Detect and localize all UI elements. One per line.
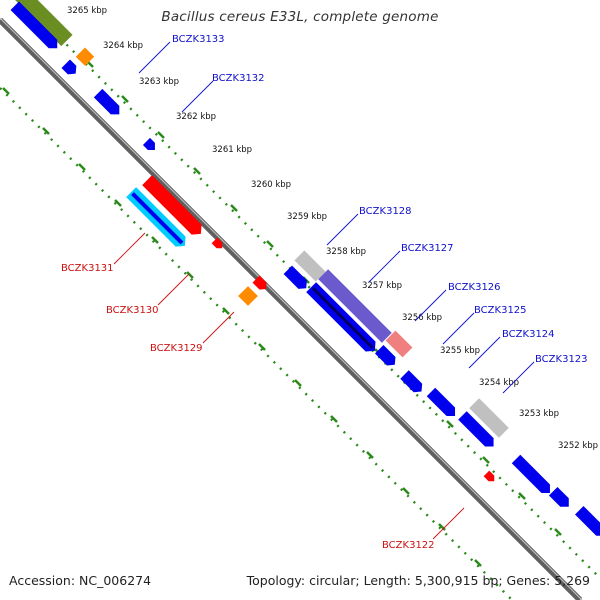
genome-backbone bbox=[0, 17, 583, 600]
gene-labels: BCZK3133 BCZK3132 BCZK3128 BCZK3127 BCZK… bbox=[61, 34, 588, 551]
gene-label: BCZK3133 bbox=[172, 34, 225, 45]
feature-cds[interactable] bbox=[142, 137, 159, 154]
gene-label: BCZK3126 bbox=[448, 282, 501, 293]
feature-cds[interactable] bbox=[458, 411, 498, 451]
gene-label: BCZK3123 bbox=[535, 354, 588, 365]
gene-label: BCZK3124 bbox=[502, 329, 555, 340]
outer-tick-track bbox=[21, 0, 600, 579]
ruler-label: 3252 kbp bbox=[558, 441, 598, 451]
ruler-label: 3257 kbp bbox=[362, 281, 402, 291]
feature-cds[interactable] bbox=[126, 187, 190, 251]
ruler-label: 3259 kbp bbox=[287, 212, 327, 222]
feature-cds[interactable] bbox=[61, 59, 80, 78]
ruler-label: 3260 kbp bbox=[251, 180, 291, 190]
feature-cds[interactable] bbox=[483, 470, 497, 484]
feature-cds[interactable] bbox=[93, 88, 124, 119]
ruler-label: 3262 kbp bbox=[176, 112, 216, 122]
feature-cds[interactable] bbox=[238, 286, 258, 306]
feature-cds[interactable] bbox=[469, 398, 509, 438]
feature-cds[interactable] bbox=[211, 237, 225, 251]
ruler-label: 3255 kbp bbox=[440, 346, 480, 356]
gene-label: BCZK3129 bbox=[150, 343, 203, 354]
gene-label: BCZK3131 bbox=[61, 263, 114, 274]
ruler-label: 3256 kbp bbox=[402, 313, 442, 323]
gene-label: BCZK3132 bbox=[212, 73, 265, 84]
feature-cds[interactable] bbox=[385, 330, 413, 358]
ruler-labels: 3265 kbp 3264 kbp 3263 kbp 3262 kbp 3261… bbox=[67, 6, 598, 451]
map-title: Bacillus cereus E33L, complete genome bbox=[161, 9, 439, 25]
label-leaders bbox=[113, 41, 535, 540]
inner-major-ticks bbox=[2, 87, 482, 567]
feature-cds[interactable] bbox=[75, 47, 95, 66]
gene-label: BCZK3127 bbox=[401, 243, 454, 254]
ruler-label: 3263 kbp bbox=[139, 77, 179, 87]
ruler-label: 3264 kbp bbox=[103, 41, 143, 51]
ruler-label: 3265 kbp bbox=[67, 6, 107, 16]
feature-cds[interactable] bbox=[511, 454, 554, 497]
feature-cds[interactable] bbox=[374, 344, 399, 369]
ruler-label: 3254 kbp bbox=[479, 378, 519, 388]
feature-cds[interactable] bbox=[142, 175, 206, 239]
feature-cds[interactable] bbox=[548, 486, 573, 511]
ruler-label: 3258 kbp bbox=[326, 247, 366, 257]
feature-cds[interactable] bbox=[283, 265, 311, 293]
gene-label: BCZK3125 bbox=[474, 305, 527, 316]
genome-summary-text: Topology: circular; Length: 5,300,915 bp… bbox=[246, 573, 590, 588]
inner-tick-track bbox=[0, 87, 513, 600]
feature-cds[interactable] bbox=[318, 269, 392, 343]
accession-text: Accession: NC_006274 bbox=[9, 573, 152, 588]
ruler-label: 3253 kbp bbox=[519, 409, 559, 419]
ruler-label: 3261 kbp bbox=[212, 145, 252, 155]
gene-label: BCZK3130 bbox=[106, 305, 159, 316]
feature-cds[interactable] bbox=[10, 1, 62, 53]
feature-cds[interactable] bbox=[575, 506, 600, 540]
feature-cds[interactable] bbox=[252, 275, 270, 293]
gene-label: BCZK3128 bbox=[359, 206, 412, 217]
gene-label: BCZK3122 bbox=[382, 540, 435, 551]
feature-cds[interactable] bbox=[400, 370, 425, 395]
features bbox=[10, 0, 600, 540]
feature-cds[interactable] bbox=[426, 387, 460, 421]
feature-cds[interactable] bbox=[306, 282, 380, 356]
feature-cds[interactable] bbox=[11, 0, 73, 47]
feature-cds[interactable] bbox=[294, 250, 326, 282]
